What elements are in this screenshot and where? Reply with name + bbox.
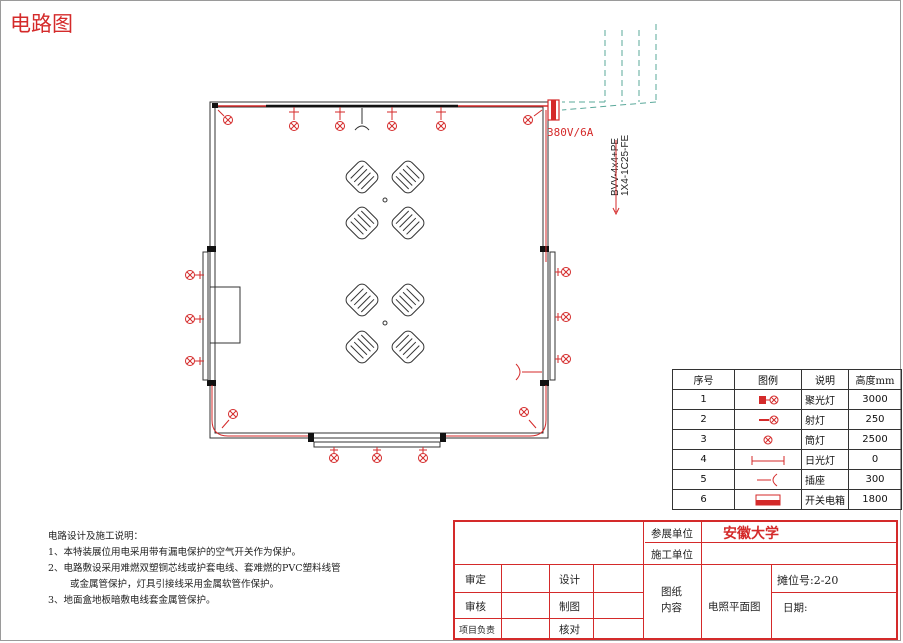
- chair-icon: [345, 330, 379, 364]
- socket-icon: [757, 473, 778, 486]
- chair-icon: [345, 160, 379, 194]
- legend-row: 3 筒灯 2500: [672, 429, 902, 450]
- projector-lamp-icon: [185, 270, 204, 280]
- legend-table: 序号 图例 说明 高度mm 1 聚光灯 3000 2 射灯 250 3 筒灯 2…: [672, 369, 902, 510]
- drawing-content: 电照平面图: [708, 601, 761, 613]
- corner-spotlights: [217, 109, 543, 429]
- note-item: 1、本特装展位用电采用带有漏电保护的空气开关作为保护。: [48, 547, 302, 558]
- spotlight-icon: [221, 409, 238, 429]
- projector-lamp-icon: [759, 415, 779, 424]
- review-label: 审定: [465, 574, 486, 586]
- page-title: 电路图: [10, 12, 73, 36]
- construction-notes: 电路设计及施工说明： 1、本特装展位用电采用带有漏电保护的空气开关作为保护。 2…: [48, 529, 341, 609]
- spotlight-icon: [759, 395, 779, 404]
- fluorescent-lamp-icon: [751, 455, 785, 465]
- booth-number: 摊位号:2-20: [777, 574, 839, 587]
- bottom-left-circuit-line: [211, 385, 308, 437]
- legend-row: 5 插座 300: [672, 469, 902, 490]
- incoming-cable: [561, 24, 657, 111]
- projector-lamp-icon: [185, 314, 204, 324]
- projector-lamps-bottom: [329, 447, 428, 463]
- projector-lamp-icon: [555, 267, 571, 277]
- legend-header-symbol: 图例: [734, 369, 802, 390]
- title-block: 参展单位 安徽大学 施工单位 审定 设计 审核 制图 项目负责 核对 图纸 内容…: [453, 520, 898, 640]
- exhibitor-value: 安徽大学: [723, 526, 779, 542]
- projector-lamp-icon: [329, 447, 339, 463]
- note-item: 或金属管保护，灯具引接线采用金属软管作保护。: [70, 579, 280, 590]
- contractor-label: 施工单位: [651, 549, 693, 561]
- wall-posts: [207, 103, 549, 442]
- projector-lamp-icon: [418, 447, 428, 463]
- projector-lamp-icon: [372, 447, 382, 463]
- spotlight-icon: [387, 107, 397, 131]
- spotlight-icon: [519, 407, 537, 429]
- verify-label: 核对: [559, 624, 580, 636]
- spotlight-icon: [289, 107, 299, 131]
- legend-row: 4 日光灯 0: [672, 449, 902, 470]
- table-center: [382, 197, 388, 203]
- chair-icon: [391, 283, 425, 317]
- chair-icon: [391, 160, 425, 194]
- manager-label: 项目负责: [459, 626, 496, 636]
- spotlight-icon: [217, 109, 233, 125]
- check-label: 审核: [465, 601, 486, 613]
- spotlight-icon: [335, 107, 345, 131]
- table-center: [382, 320, 388, 326]
- legend-row: 6 开关电箱 1800: [672, 489, 902, 510]
- design-label: 设计: [559, 574, 580, 586]
- svg-text:1X4-1C25-FE: 1X4-1C25-FE: [620, 135, 631, 196]
- date-label: 日期:: [783, 602, 808, 614]
- power-label: 380V/6A: [547, 126, 594, 139]
- projector-lamp-icon: [555, 312, 571, 322]
- projector-lamp-icon: [185, 356, 204, 366]
- socket-icon: [515, 363, 542, 381]
- legend-row: 2 射灯 250: [672, 409, 902, 430]
- cable-spec: BVV-4x4+PE 1X4-1C25-FE: [610, 135, 631, 196]
- projector-lamps-left: [185, 270, 204, 366]
- projector-lamp-icon: [555, 354, 571, 364]
- exhibitor-label: 参展单位: [651, 528, 693, 540]
- legend-header-height: 高度mm: [848, 369, 902, 390]
- legend-row: 1 聚光灯 3000: [672, 389, 902, 410]
- projector-lamps-right: [555, 267, 571, 364]
- legend-header-no: 序号: [672, 369, 735, 390]
- note-item: 2、电路敷设采用难燃双塑铜芯线或护套电线、套难燃的PVC塑料线管: [48, 563, 341, 574]
- socket-icon: [354, 108, 370, 131]
- spotlight-icon: [436, 107, 446, 131]
- legend-header-desc: 说明: [801, 369, 849, 390]
- spotlight-icon: [523, 109, 543, 125]
- booth-walls: [209, 101, 549, 439]
- downlight-icon: [763, 435, 773, 444]
- draw-label: 制图: [559, 601, 580, 613]
- display-panels: [202, 251, 556, 448]
- spotlight-row-top: [289, 107, 446, 131]
- switch-box-icon: [755, 494, 781, 505]
- chair-icon: [391, 330, 425, 364]
- note-item: 3、地面盒地板暗敷电线套金属管保护。: [48, 595, 216, 606]
- switch-box-icon: [547, 99, 560, 121]
- chair-icon: [345, 283, 379, 317]
- chair-group: [345, 160, 425, 364]
- chair-icon: [391, 206, 425, 240]
- notes-heading: 电路设计及施工说明：: [48, 531, 144, 542]
- chair-icon: [345, 206, 379, 240]
- drawing-label-2: 内容: [661, 602, 682, 614]
- drawing-label-1: 图纸: [661, 586, 682, 598]
- feed-arrow: [612, 140, 620, 216]
- bottom-circuit-line: [446, 385, 547, 437]
